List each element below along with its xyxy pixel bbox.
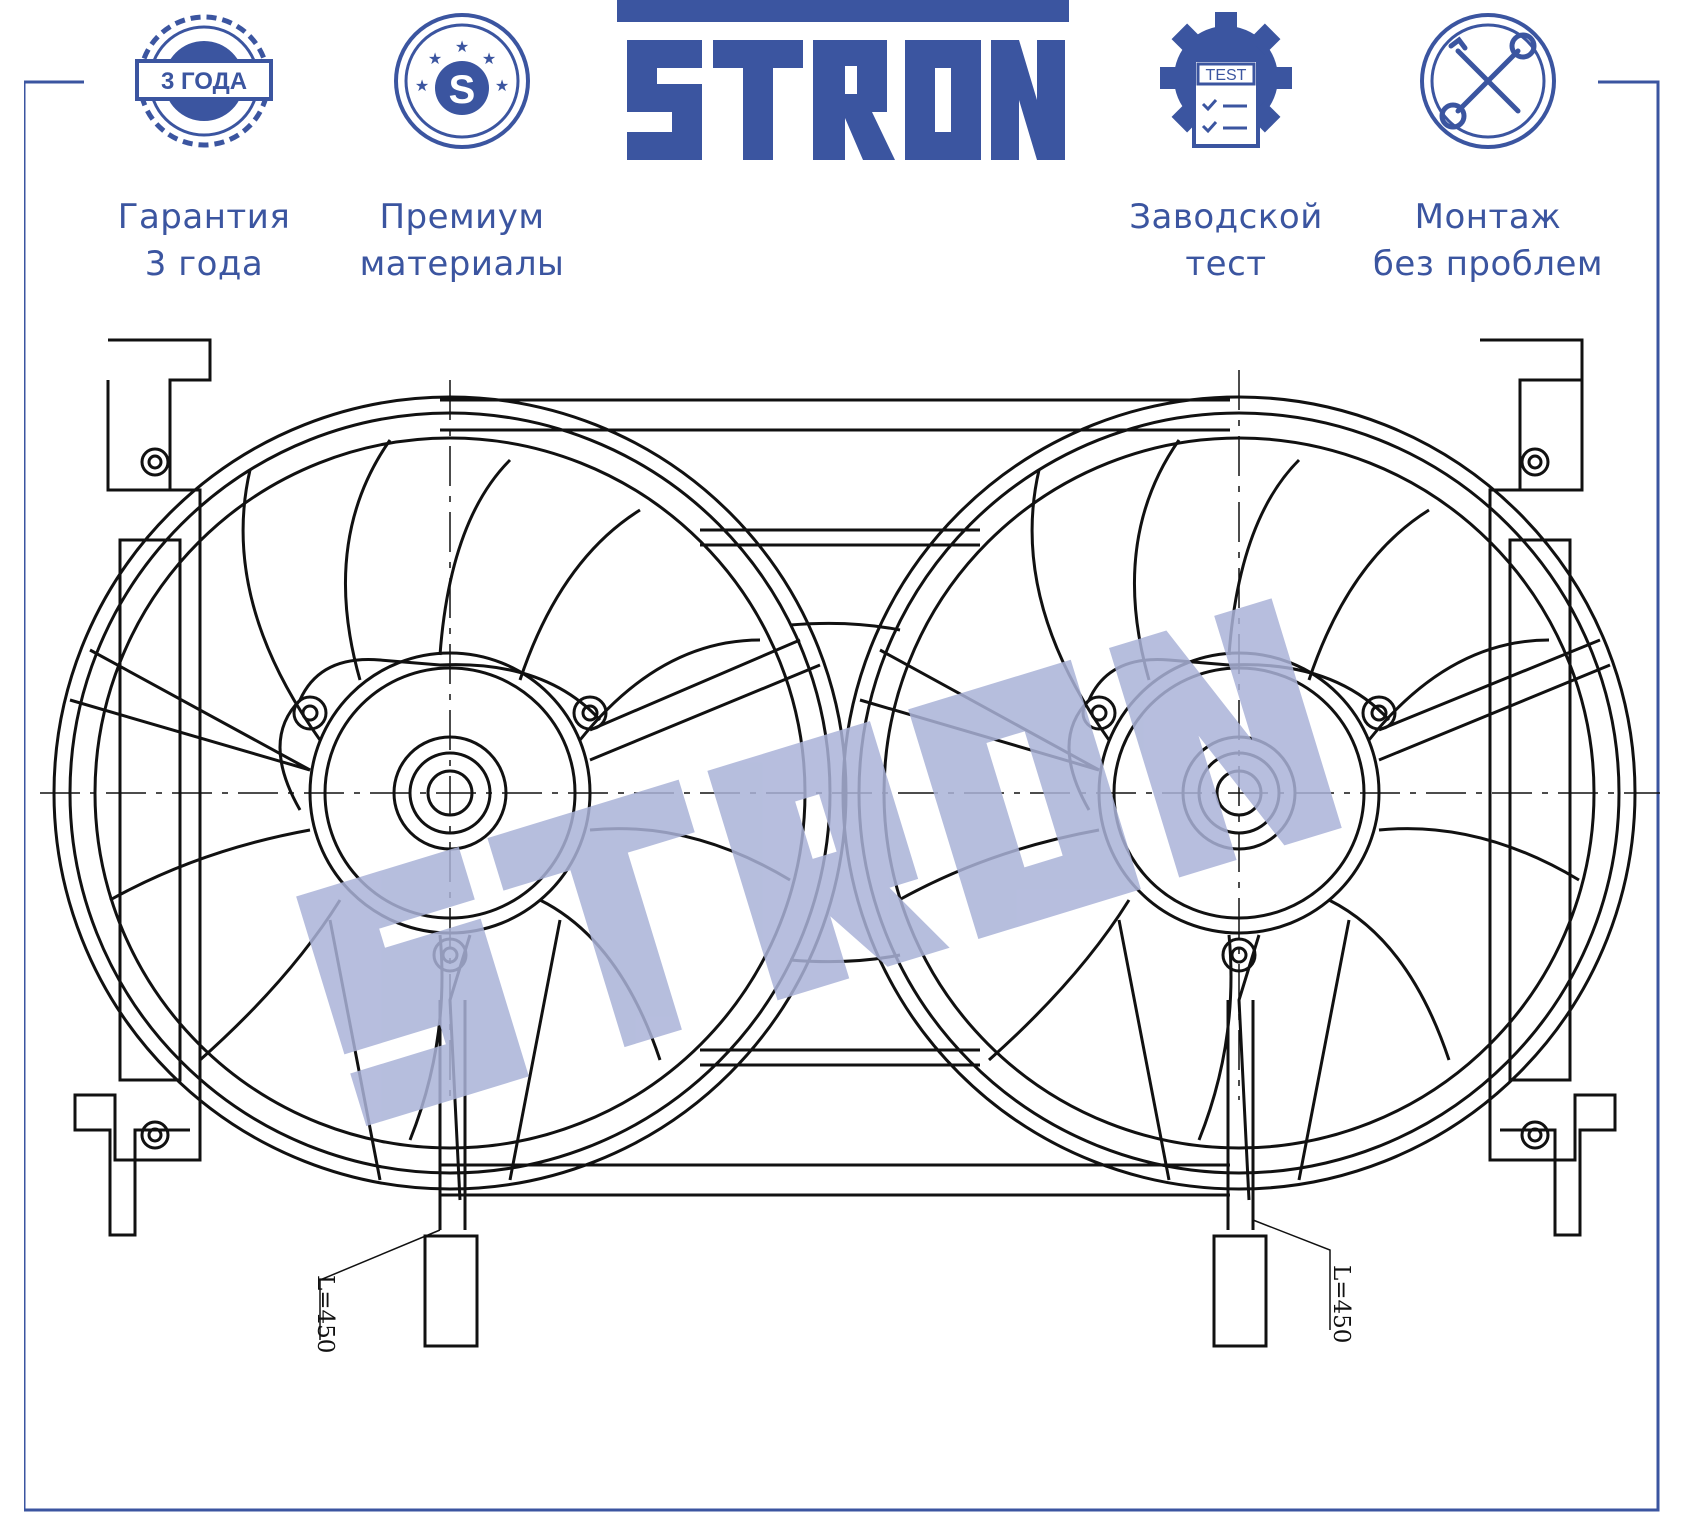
svg-text:★: ★ bbox=[495, 76, 509, 95]
svg-text:★: ★ bbox=[455, 37, 469, 56]
badge-warranty-line1: Гарантия bbox=[117, 197, 291, 237]
warranty-stamp-text: 3 ГОДА bbox=[161, 68, 247, 95]
left-cable-length-label: L=450 bbox=[312, 1275, 338, 1353]
stron-logo bbox=[617, 0, 1069, 160]
tools-icon bbox=[1420, 13, 1556, 149]
badge-test-line1: Заводской bbox=[1129, 197, 1323, 237]
right-mount-bracket bbox=[1480, 338, 1617, 1237]
svg-text:★: ★ bbox=[428, 49, 442, 68]
badge-test-line2: тест bbox=[1185, 244, 1267, 284]
badge-mounting-line2: без проблем bbox=[1372, 244, 1604, 284]
badge-mounting: Монтаж без проблем bbox=[1368, 6, 1608, 288]
badge-premium-line1: Премиум bbox=[379, 197, 545, 237]
badge-warranty: 3 ГОДА Гарантия 3 года bbox=[84, 6, 324, 288]
premium-stamp-text: S bbox=[449, 68, 476, 112]
shield-warranty-icon: 3 ГОДА bbox=[135, 14, 273, 148]
stron-watermark bbox=[296, 598, 1342, 1127]
badge-warranty-line2: 3 года bbox=[144, 244, 264, 284]
badge-factory-test: TEST Заводской тест bbox=[1106, 6, 1346, 288]
shroud-bottom-rail bbox=[440, 1163, 1230, 1197]
left-mount-bracket bbox=[73, 338, 212, 1237]
svg-text:★: ★ bbox=[482, 49, 496, 68]
right-cable-length-label: L=450 bbox=[1328, 1265, 1354, 1343]
right-connector bbox=[1212, 1234, 1268, 1348]
svg-text:★: ★ bbox=[415, 76, 429, 95]
left-connector bbox=[423, 1234, 479, 1348]
right-fan-blades bbox=[898, 439, 1580, 1141]
badge-premium: S ★ ★ ★ ★ ★ Премиум материалы bbox=[342, 6, 582, 288]
premium-s-icon: S ★ ★ ★ ★ ★ bbox=[394, 13, 530, 149]
test-stamp-text: TEST bbox=[1206, 67, 1247, 84]
badge-mounting-line1: Монтаж bbox=[1414, 197, 1562, 237]
badge-premium-line2: материалы bbox=[359, 244, 565, 284]
shroud-top-rail bbox=[440, 398, 1230, 432]
test-gear-icon: TEST bbox=[1160, 12, 1292, 148]
